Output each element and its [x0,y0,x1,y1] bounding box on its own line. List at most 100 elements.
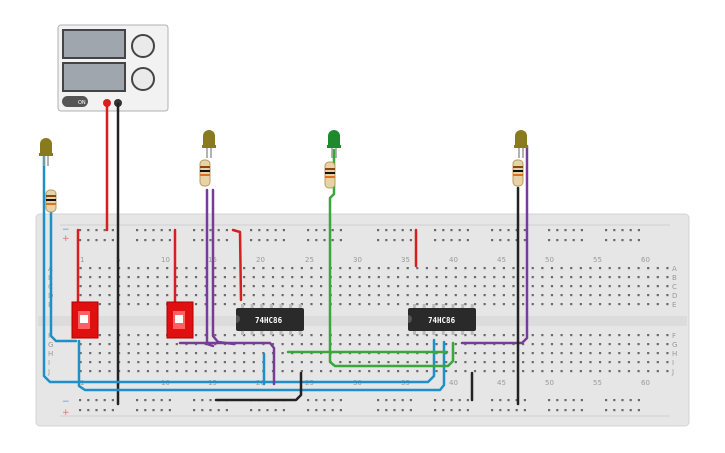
breadboard-hole[interactable] [435,285,438,288]
breadboard-hole[interactable] [512,294,515,297]
breadboard-hole[interactable] [483,334,486,337]
breadboard-hole[interactable] [217,239,220,242]
breadboard-hole[interactable] [320,370,323,373]
breadboard-hole[interactable] [523,399,526,402]
breadboard-hole[interactable] [416,303,419,306]
breadboard-hole[interactable] [618,370,621,373]
blue-wire[interactable] [77,339,446,392]
breadboard-hole[interactable] [194,352,198,355]
breadboard-hole[interactable] [502,276,505,279]
breadboard-hole[interactable] [233,352,236,355]
breadboard-hole[interactable] [204,352,207,355]
breadboard-hole[interactable] [627,285,631,288]
breadboard-hole[interactable] [377,361,380,364]
breadboard-hole[interactable] [406,276,409,279]
breadboard-hole[interactable] [98,303,101,306]
breadboard-hole[interactable] [87,409,90,412]
breadboard-hole[interactable] [598,285,602,288]
breadboard-hole[interactable] [608,276,611,279]
breadboard-hole[interactable] [185,285,188,288]
breadboard-hole[interactable] [136,239,139,242]
breadboard-hole[interactable] [136,409,139,412]
breadboard-hole[interactable] [387,361,390,364]
breadboard-hole[interactable] [613,399,616,402]
breadboard-hole[interactable] [560,343,563,346]
breadboard-hole[interactable] [466,239,469,242]
breadboard-hole[interactable] [209,239,212,242]
breadboard-hole[interactable] [483,294,486,297]
breadboard-hole[interactable] [291,303,294,306]
breadboard-hole[interactable] [300,276,303,279]
breadboard-hole[interactable] [166,285,169,288]
breadboard-hole[interactable] [348,370,352,373]
breadboard-hole[interactable] [95,409,98,412]
breadboard-hole[interactable] [387,267,390,270]
breadboard-hole[interactable] [310,276,313,279]
breadboard-hole[interactable] [223,303,226,306]
breadboard-hole[interactable] [442,229,445,232]
breadboard-hole[interactable] [146,276,150,279]
breadboard-hole[interactable] [98,285,101,288]
breadboard-hole[interactable] [300,370,303,373]
breadboard-hole[interactable] [656,361,659,364]
breadboard-hole[interactable] [589,352,592,355]
breadboard-hole[interactable] [243,285,246,288]
breadboard-hole[interactable] [570,334,573,337]
breadboard-hole[interactable] [647,352,650,355]
breadboard-hole[interactable] [168,229,171,232]
breadboard-hole[interactable] [637,303,640,306]
breadboard-hole[interactable] [79,294,82,297]
breadboard-hole[interactable] [339,276,342,279]
breadboard-hole[interactable] [512,370,515,373]
breadboard-hole[interactable] [320,303,323,306]
breadboard-hole[interactable] [560,352,563,355]
breadboard-hole[interactable] [464,276,467,279]
breadboard-hole[interactable] [445,285,448,288]
breadboard-hole[interactable] [223,276,226,279]
breadboard-hole[interactable] [194,285,198,288]
breadboard-hole[interactable] [262,334,265,337]
breadboard-hole[interactable] [580,229,583,232]
breadboard-hole[interactable] [281,276,284,279]
breadboard-hole[interactable] [666,267,669,270]
breadboard-hole[interactable] [491,409,494,412]
breadboard-hole[interactable] [185,267,188,270]
breadboard-hole[interactable] [194,303,198,306]
breadboard-hole[interactable] [621,229,624,232]
breadboard-hole[interactable] [320,343,323,346]
breadboard-hole[interactable] [271,343,275,346]
breadboard-hole[interactable] [531,343,534,346]
breadboard-hole[interactable] [493,352,496,355]
breadboard-hole[interactable] [656,285,659,288]
breadboard-hole[interactable] [217,409,220,412]
breadboard-hole[interactable] [348,294,352,297]
breadboard-hole[interactable] [531,276,534,279]
breadboard-hole[interactable] [435,370,438,373]
breadboard-hole[interactable] [627,276,631,279]
breadboard-hole[interactable] [627,361,631,364]
breadboard-hole[interactable] [323,399,326,402]
breadboard-hole[interactable] [271,294,275,297]
breadboard-hole[interactable] [194,370,198,373]
breadboard-hole[interactable] [550,267,554,270]
breadboard-hole[interactable] [454,361,457,364]
breadboard-hole[interactable] [454,334,457,337]
breadboard-hole[interactable] [637,343,640,346]
breadboard-hole[interactable] [656,370,659,373]
breadboard-hole[interactable] [507,229,510,232]
breadboard-hole[interactable] [523,229,526,232]
breadboard-hole[interactable] [108,303,111,306]
breadboard-hole[interactable] [618,352,621,355]
breadboard-hole[interactable] [368,343,371,346]
breadboard-hole[interactable] [618,267,621,270]
breadboard-hole[interactable] [137,294,140,297]
breadboard-hole[interactable] [281,361,284,364]
breadboard-hole[interactable] [531,285,534,288]
breadboard-hole[interactable] [618,276,621,279]
breadboard-hole[interactable] [613,239,616,242]
breadboard-hole[interactable] [637,361,640,364]
breadboard-hole[interactable] [445,276,448,279]
breadboard-hole[interactable] [666,361,669,364]
breadboard-hole[interactable] [666,294,669,297]
breadboard-hole[interactable] [393,409,396,412]
